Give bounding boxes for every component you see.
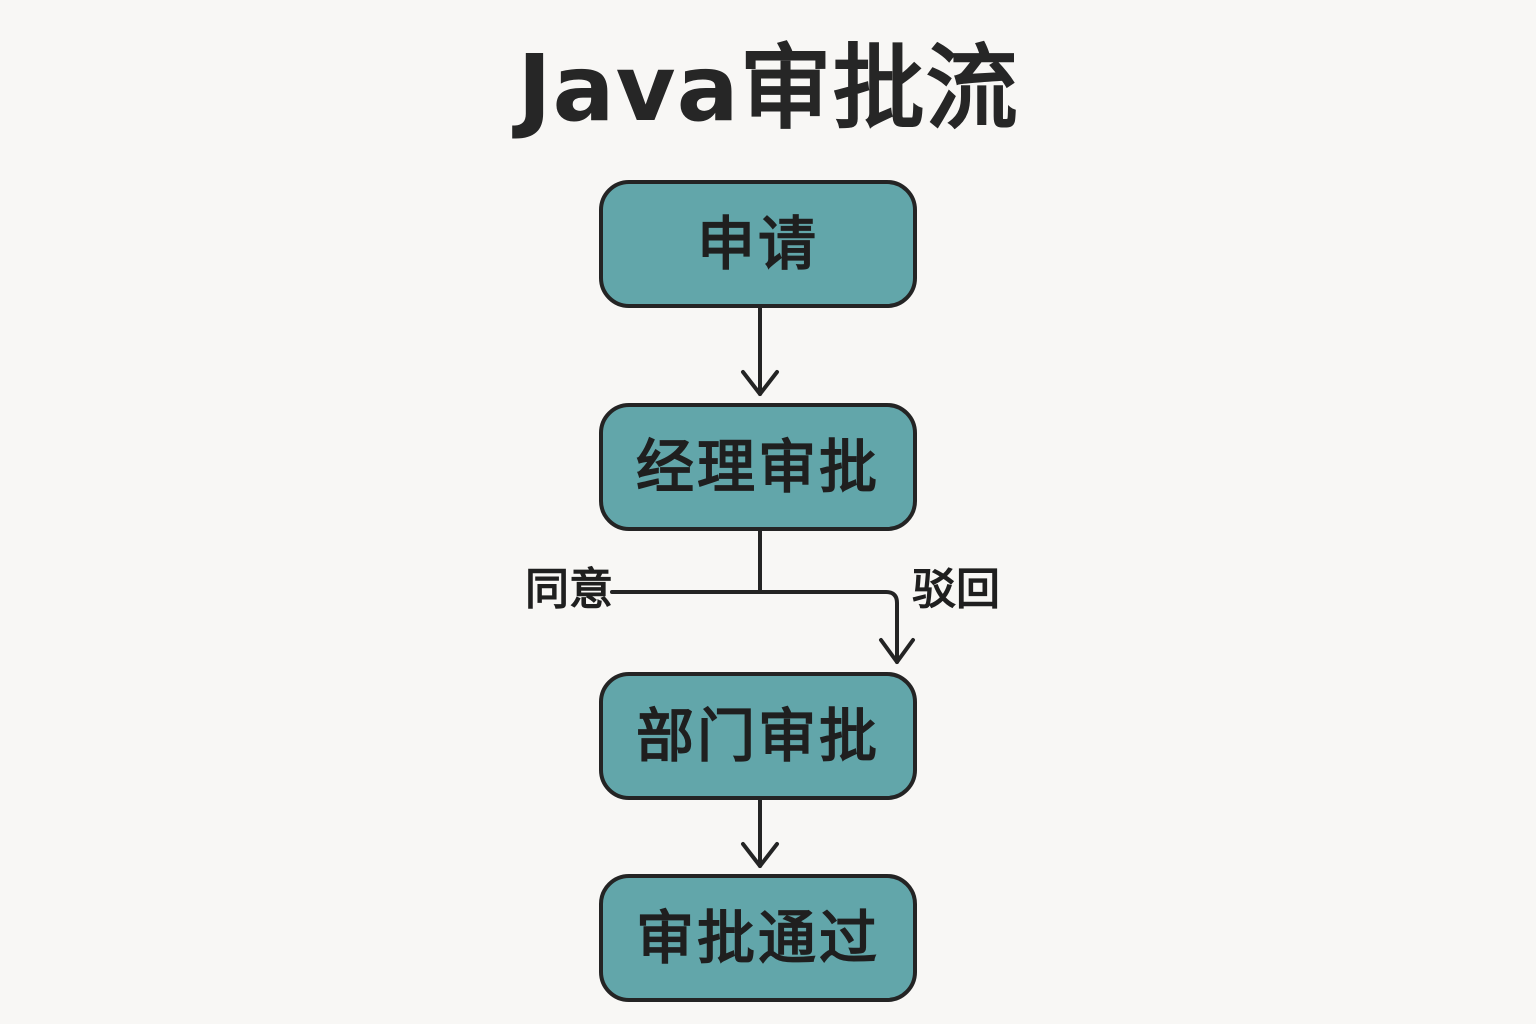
connector-reject-branch	[758, 590, 899, 664]
node-manager-approval-label: 经理审批	[635, 433, 880, 501]
node-manager-approval: 经理审批	[599, 403, 917, 531]
edge-label-agree: 同意	[525, 564, 613, 615]
diagram-title: Java审批流	[517, 35, 1019, 142]
node-department-approval-label: 部门审批	[635, 702, 880, 770]
node-apply-label: 申请	[696, 210, 819, 278]
node-approved-label: 审批通过	[635, 904, 880, 972]
edge-label-reject: 驳回	[912, 564, 1000, 615]
node-approved: 审批通过	[599, 874, 917, 1002]
arrowhead-department-to-approved	[741, 842, 779, 868]
node-department-approval: 部门审批	[599, 672, 917, 800]
arrowhead-reject-to-department	[879, 638, 915, 664]
node-apply: 申请	[599, 180, 917, 308]
arrowhead-apply-to-manager	[741, 370, 779, 396]
